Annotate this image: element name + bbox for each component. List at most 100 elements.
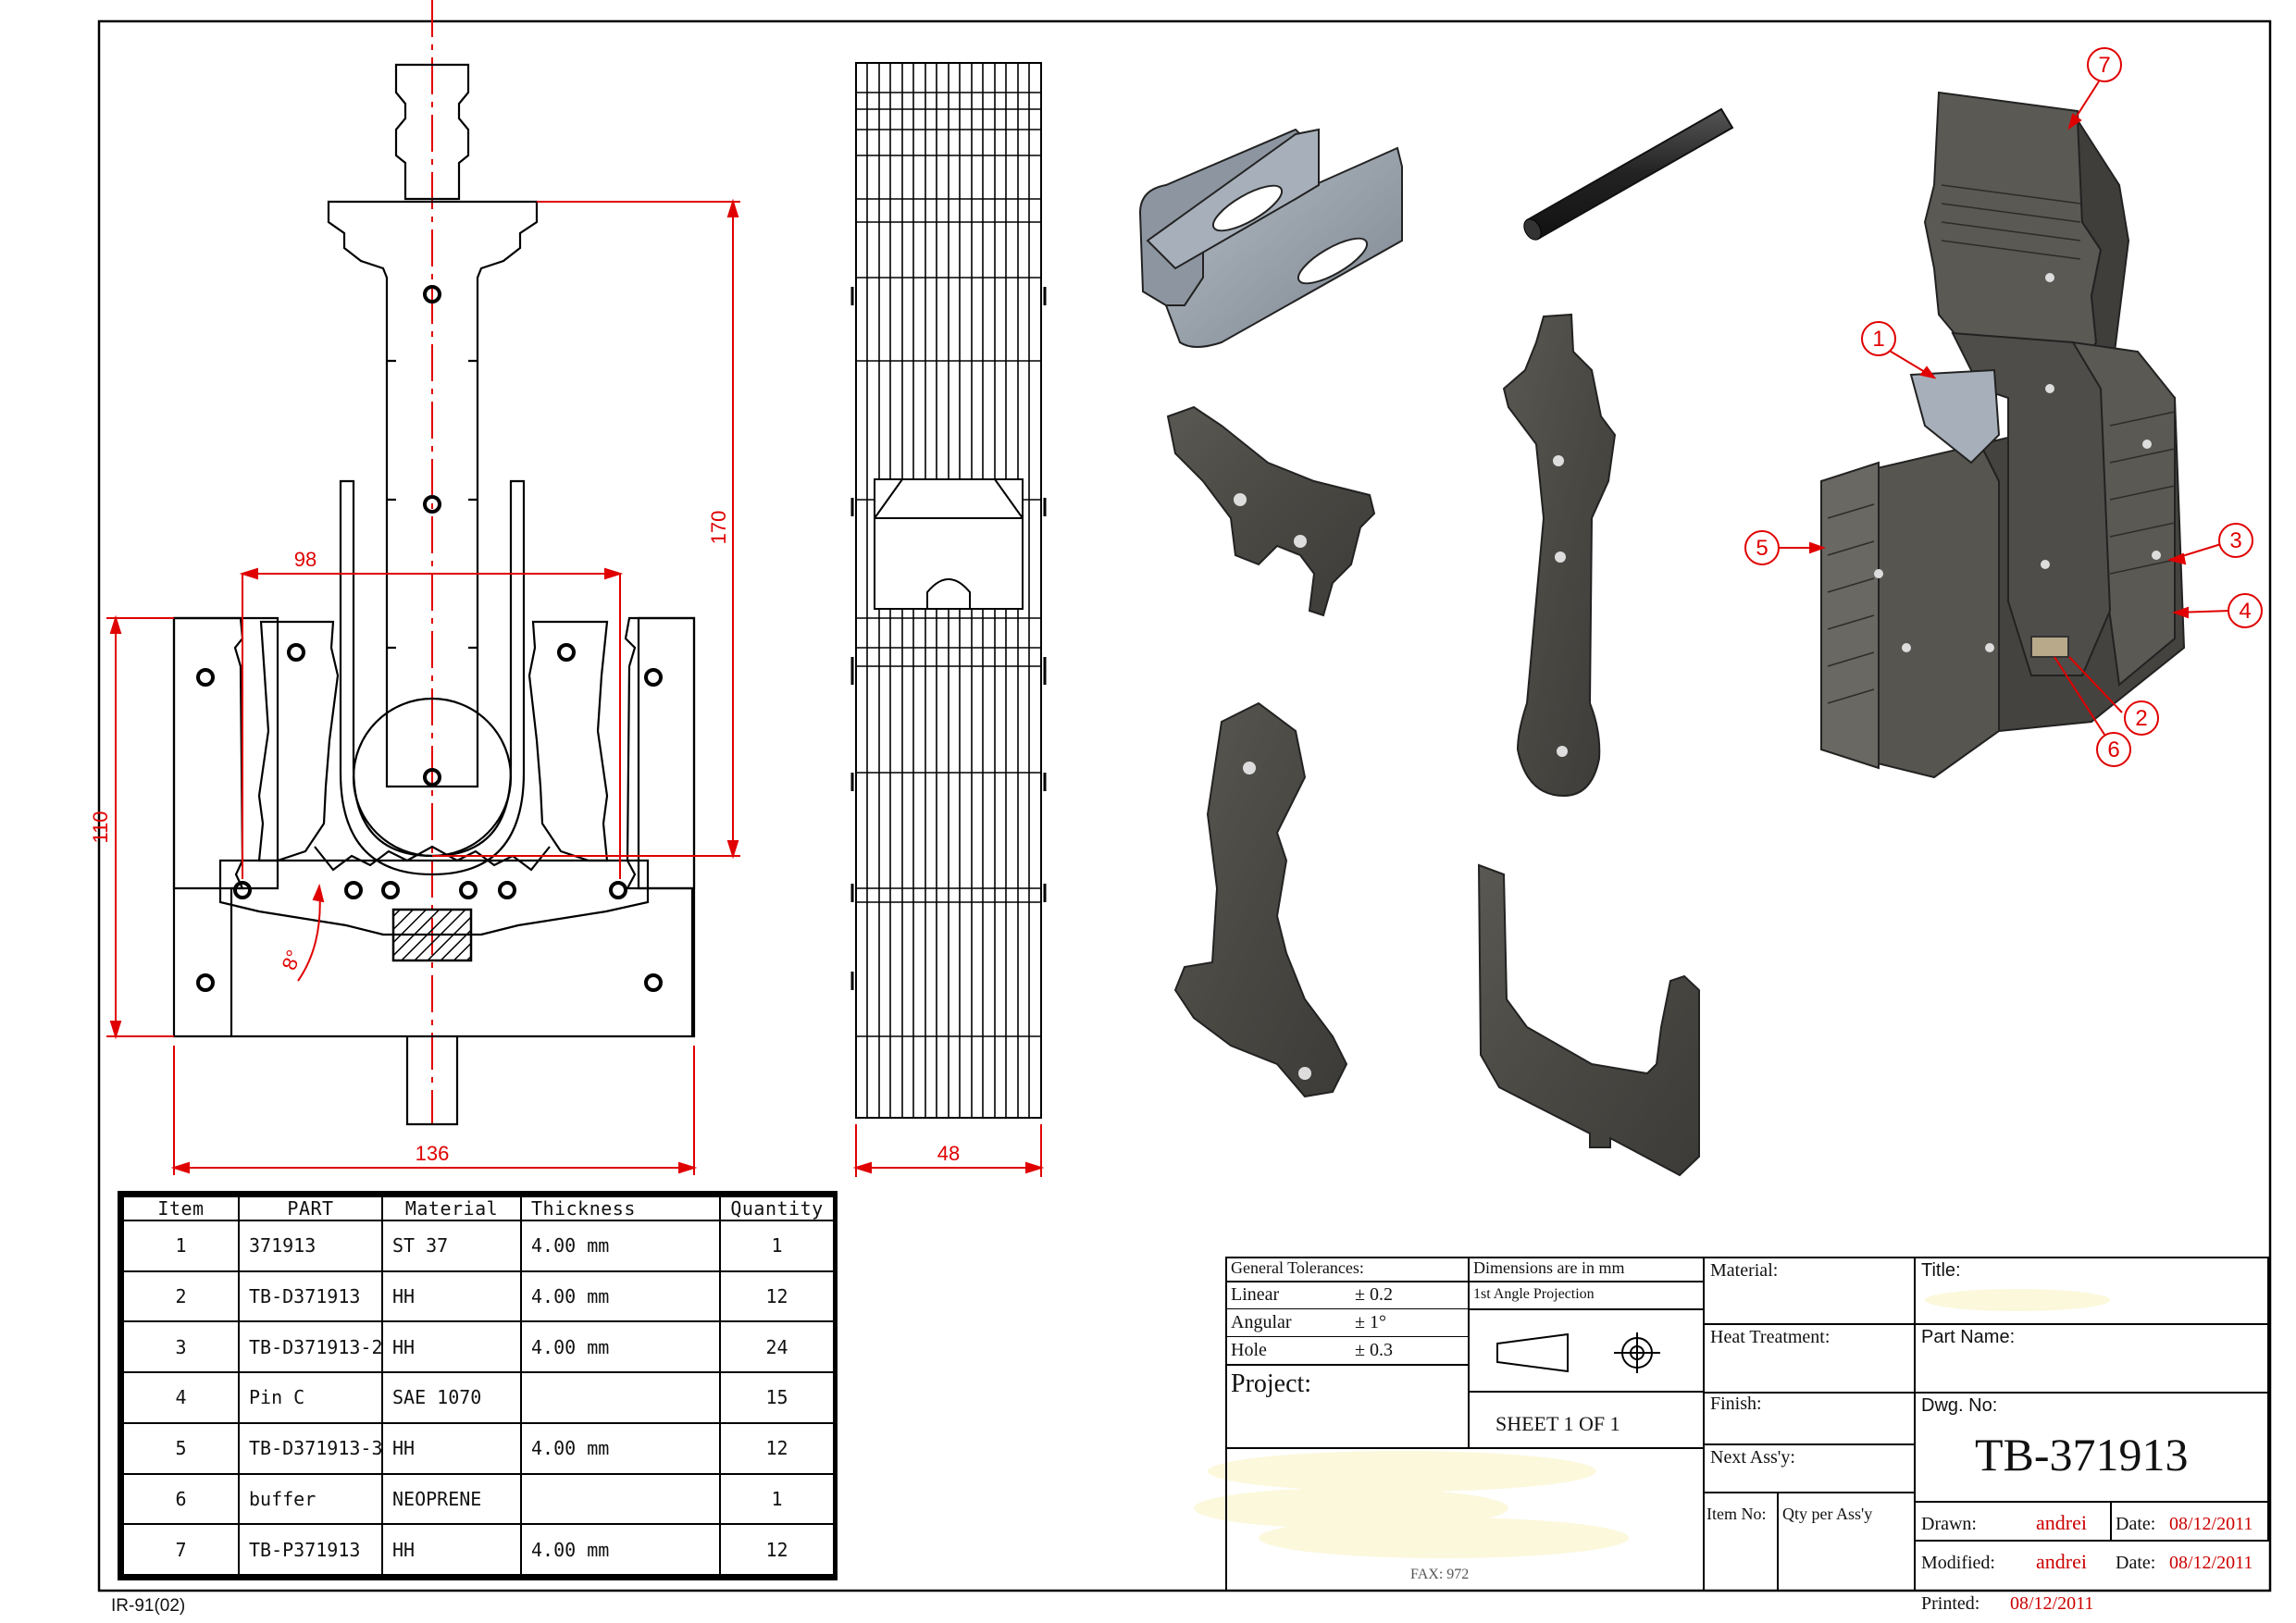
- general-tolerances-label: General Tolerances:: [1231, 1258, 1364, 1277]
- side-dimension: [852, 1124, 1045, 1177]
- next-assy-label: Next Ass'y:: [1710, 1447, 1795, 1468]
- dwg-no-label: Dwg. No:: [1921, 1395, 1998, 1416]
- bom-cell: HH: [381, 1320, 522, 1374]
- dim-98: 98: [294, 548, 316, 571]
- bom-header-material: Material: [381, 1196, 522, 1221]
- tol-hole-value: ± 0.3: [1355, 1340, 1393, 1360]
- project-label: Project:: [1231, 1369, 1312, 1398]
- dimensions-note: Dimensions are in mm: [1473, 1258, 1625, 1277]
- bom-table: Item PART Material Thickness Quantity 1 …: [118, 1191, 838, 1580]
- bom-cell: 4.00 mm: [520, 1270, 721, 1323]
- title-label: Title:: [1921, 1260, 1961, 1281]
- front-dimensions: [106, 198, 740, 1175]
- projection-label: 1st Angle Projection: [1473, 1286, 1595, 1302]
- form-code: IR-91(02): [111, 1596, 186, 1616]
- buffer-hatch: [391, 908, 473, 962]
- bom-cell: 4.00 mm: [520, 1523, 721, 1576]
- fax-label: FAX: 972: [1410, 1567, 1470, 1582]
- bom-cell: 4.00 mm: [520, 1320, 721, 1374]
- qty-per-assy-label: Qty per Ass'y: [1782, 1505, 1873, 1523]
- bom-cell: Pin C: [238, 1371, 383, 1424]
- drawn-label: Drawn:: [1921, 1514, 1977, 1534]
- pin-part: [1523, 107, 1734, 241]
- dim-angle: 8°: [278, 947, 306, 973]
- bom-cell: TB-D371913: [238, 1270, 383, 1323]
- tol-linear-label: Linear: [1231, 1284, 1280, 1305]
- tol-hole-label: Hole: [1231, 1340, 1267, 1360]
- balloon-leaders: [1779, 81, 2231, 741]
- table-row: 6 buffer NEOPRENE 1: [122, 1472, 835, 1526]
- tol-linear-value: ± 0.2: [1355, 1284, 1393, 1305]
- front-view: [172, 0, 696, 1126]
- bom-cell: HH: [381, 1270, 522, 1323]
- bracket-plate-part: [1477, 863, 1700, 1177]
- redaction-marks: [1194, 1289, 2110, 1558]
- u-bracket-part: [1138, 128, 1403, 348]
- dim-170: 170: [707, 511, 730, 545]
- balloon-7: 7: [2098, 53, 2110, 78]
- printed-label: Printed:: [1921, 1593, 1980, 1614]
- bom-cell: buffer: [238, 1472, 383, 1526]
- bom-cell: 12: [719, 1270, 835, 1323]
- heat-treatment-label: Heat Treatment:: [1710, 1327, 1831, 1347]
- bom-cell: 15: [719, 1371, 835, 1424]
- projection-symbol-icon: [1496, 1332, 1660, 1373]
- dim-110: 110: [89, 811, 112, 843]
- bom-cell: 5: [122, 1421, 240, 1475]
- bom-cell: NEOPRENE: [381, 1472, 522, 1526]
- balloon-3: 3: [2229, 528, 2241, 553]
- bom-cell: 12: [719, 1421, 835, 1475]
- table-row: 4 Pin C SAE 1070 15: [122, 1371, 835, 1424]
- bom-cell: 1: [719, 1220, 835, 1272]
- balloons: [1744, 47, 2263, 767]
- dwg-no-value: TB-371913: [1975, 1429, 2189, 1481]
- assembly-part: [1820, 91, 2186, 779]
- bom-cell: 1: [122, 1220, 240, 1272]
- bom-cell: SAE 1070: [381, 1371, 522, 1424]
- bom-header-row: Item PART Material Thickness Quantity: [122, 1196, 835, 1221]
- bom-cell: TB-D371913-2: [238, 1320, 383, 1374]
- bom-header-item: Item: [122, 1196, 240, 1221]
- bom-cell: 24: [719, 1320, 835, 1374]
- bom-cell: HH: [381, 1421, 522, 1475]
- balloon-6: 6: [2107, 737, 2119, 762]
- bom-cell: 4.00 mm: [520, 1421, 721, 1475]
- printed-date-value: 08/12/2011: [2010, 1593, 2094, 1614]
- tol-angular-value: ± 1°: [1355, 1312, 1386, 1332]
- bom-cell: TB-P371913: [238, 1523, 383, 1576]
- table-row: 5 TB-D371913-3 HH 4.00 mm 12: [122, 1421, 835, 1475]
- modified-date-value: 08/12/2011: [2169, 1553, 2253, 1573]
- bom-cell: 12: [719, 1523, 835, 1576]
- balloon-1: 1: [1872, 327, 1884, 352]
- bom-cell: ST 37: [381, 1220, 522, 1272]
- drawn-date-value: 08/12/2011: [2169, 1514, 2253, 1534]
- part-name-label: Part Name:: [1921, 1327, 2016, 1347]
- balloon-4: 4: [2239, 599, 2251, 624]
- material-label: Material:: [1710, 1260, 1779, 1281]
- bom-cell: 6: [122, 1472, 240, 1526]
- balloon-2: 2: [2135, 706, 2147, 731]
- bom-cell: 4.00 mm: [520, 1220, 721, 1272]
- bom-cell: 2: [122, 1270, 240, 1323]
- side-view: [850, 62, 1047, 1119]
- stem-part: [1502, 313, 1617, 798]
- modified-label: Modified:: [1921, 1553, 1995, 1573]
- tol-angular-label: Angular: [1231, 1312, 1292, 1332]
- bom-header-part: PART: [238, 1196, 383, 1221]
- bom-cell: 371913: [238, 1220, 383, 1272]
- finish-label: Finish:: [1710, 1394, 1762, 1414]
- bom-cell: [520, 1371, 721, 1424]
- table-row: 3 TB-D371913-2 HH 4.00 mm 24: [122, 1320, 835, 1374]
- bom-cell: TB-D371913-3: [238, 1421, 383, 1475]
- drawn-by-value: andrei: [2036, 1511, 2087, 1534]
- balloon-5: 5: [1756, 536, 1768, 561]
- modified-date-label: Date:: [2116, 1553, 2156, 1573]
- modified-by-value: andrei: [2036, 1550, 2087, 1573]
- table-row: 1 371913 ST 37 4.00 mm 1: [122, 1220, 835, 1272]
- side-plate-part: [1173, 701, 1348, 1098]
- sheet-border: [97, 19, 2272, 1592]
- bom-cell: 7: [122, 1523, 240, 1576]
- bom-cell: 3: [122, 1320, 240, 1374]
- cam-link-part: [1166, 405, 1376, 617]
